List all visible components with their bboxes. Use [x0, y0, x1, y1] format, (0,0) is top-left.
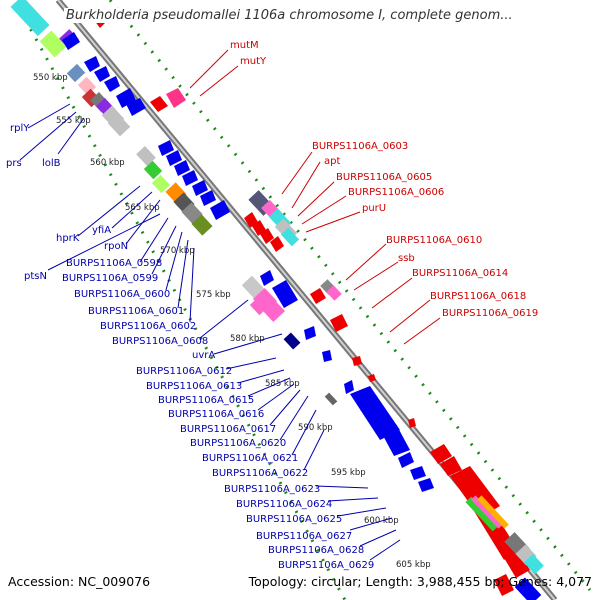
reverse-gene-label[interactable]: rpoN — [104, 241, 128, 252]
reverse-gene-label[interactable]: BURPS1106A_0629 — [278, 560, 374, 571]
reverse-gene-label[interactable]: BURPS1106A_0621 — [202, 453, 298, 464]
forward-gene-label[interactable]: mutY — [240, 56, 267, 67]
outer-tick-track-left — [18, 9, 347, 600]
reverse-gene-label[interactable]: BURPS1106A_0622 — [212, 468, 308, 479]
reverse-gene-label[interactable]: BURPS1106A_0598 — [66, 258, 162, 269]
kbp-tick-label: 570 kbp — [160, 246, 195, 256]
forward-gene-label[interactable]: BURPS1106A_0606 — [348, 187, 444, 198]
forward-gene-label[interactable]: ssb — [398, 253, 415, 264]
reverse-gene-label[interactable]: BURPS1106A_0613 — [146, 381, 242, 392]
reverse-gene-label[interactable]: BURPS1106A_0599 — [62, 273, 158, 284]
kbp-tick-label: 565 kbp — [125, 203, 160, 213]
reverse-gene-label[interactable]: hprK — [56, 233, 80, 244]
reverse-gene-label[interactable]: BURPS1106A_0620 — [190, 438, 286, 449]
map-title: Burkholderia pseudomallei 1106a chromoso… — [64, 8, 515, 23]
kbp-tick-label: 590 kbp — [298, 423, 333, 433]
reverse-gene-label[interactable]: prs — [6, 158, 22, 169]
kbp-tick-label: 550 kbp — [33, 73, 68, 83]
reverse-gene-label[interactable]: lolB — [42, 158, 61, 169]
cog-blocks-right — [248, 190, 544, 600]
kbp-tick-label: 595 kbp — [331, 468, 366, 478]
reverse-gene-label[interactable]: rplY — [10, 123, 30, 134]
reverse-gene-label[interactable]: BURPS1106A_0601 — [88, 306, 184, 317]
forward-gene-label[interactable]: mutM — [230, 40, 259, 51]
reverse-gene-label[interactable]: BURPS1106A_0627 — [256, 531, 352, 542]
forward-gene-label[interactable]: BURPS1106A_0605 — [336, 172, 432, 183]
reverse-gene-label[interactable]: BURPS1106A_0600 — [74, 289, 170, 300]
reverse-gene-label[interactable]: BURPS1106A_0616 — [168, 409, 264, 420]
reverse-gene-label[interactable]: BURPS1106A_0612 — [136, 366, 232, 377]
reverse-gene-label[interactable]: BURPS1106A_0602 — [100, 321, 196, 332]
forward-gene-label[interactable]: purU — [362, 203, 386, 214]
forward-gene-label[interactable]: BURPS1106A_0610 — [386, 235, 482, 246]
kbp-tick-label: 555 kbp — [56, 116, 91, 126]
kbp-tick-label: 575 kbp — [196, 290, 231, 300]
reverse-gene-arrows — [62, 32, 434, 492]
reverse-gene-label[interactable]: ptsN — [24, 271, 47, 282]
reverse-gene-label[interactable]: BURPS1106A_0628 — [268, 545, 364, 556]
reverse-gene-labels: rplY prs lolB hprK yfiA rpoN ptsN BURPS1… — [6, 103, 401, 571]
reverse-gene-label[interactable]: BURPS1106A_0623 — [224, 484, 320, 495]
reverse-gene-label[interactable]: BURPS1106A_0624 — [236, 499, 332, 510]
forward-gene-labels: mutM mutY BURPS1106A_0603 apt BURPS1106A… — [189, 40, 538, 345]
kbp-tick-label: 585 kbp — [265, 379, 300, 389]
reverse-gene-label[interactable]: BURPS1106A_0608 — [112, 336, 208, 347]
forward-gene-label[interactable]: BURPS1106A_0618 — [430, 291, 526, 302]
reverse-gene-label[interactable]: BURPS1106A_0615 — [158, 395, 254, 406]
reverse-gene-label[interactable]: uvrA — [192, 350, 215, 361]
kbp-tick-label: 580 kbp — [230, 334, 265, 344]
kbp-tick-label: 560 kbp — [90, 158, 125, 168]
topology-text: Topology: circular; Length: 3,988,455 bp… — [248, 574, 592, 589]
forward-gene-label[interactable]: apt — [324, 156, 340, 167]
reverse-gene-label[interactable]: BURPS1106A_0625 — [246, 514, 342, 525]
kbp-tick-label: 605 kbp — [396, 560, 431, 570]
forward-gene-label[interactable]: BURPS1106A_0603 — [312, 141, 408, 152]
forward-gene-label[interactable]: BURPS1106A_0619 — [442, 308, 538, 319]
reverse-gene-label[interactable]: BURPS1106A_0617 — [180, 424, 276, 435]
reverse-gene-label[interactable]: yfiA — [92, 225, 111, 236]
accession-text: Accession: NC_009076 — [8, 574, 151, 589]
forward-gene-label[interactable]: BURPS1106A_0614 — [412, 268, 508, 279]
